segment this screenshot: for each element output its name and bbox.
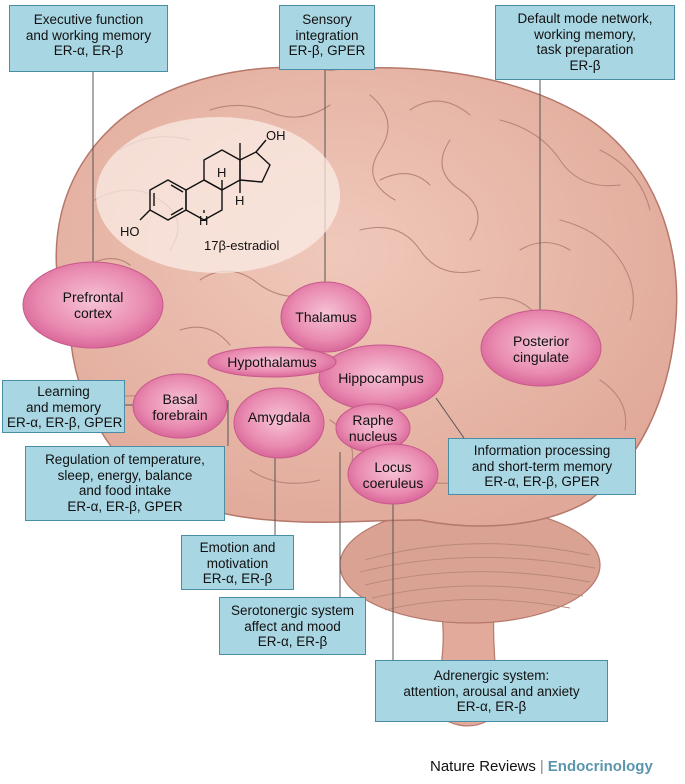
region-locus (347, 443, 439, 505)
region-hypothalamus (207, 346, 337, 378)
region-prefrontal (22, 261, 164, 349)
label-thalamus: Thalamus (295, 309, 357, 325)
molecule-halo (96, 117, 340, 273)
box-default-mode: Default mode network,working memory,task… (495, 5, 675, 80)
journal-name: Nature Reviews (430, 758, 536, 775)
label-hypothalamus: Hypothalamus (227, 354, 317, 370)
ho-left-label: HO (120, 224, 140, 239)
h-label-1: H (217, 165, 226, 180)
region-amygdala (233, 387, 325, 459)
box-regulation: Regulation of temperature,sleep, energy,… (25, 446, 225, 521)
region-posterior (480, 309, 602, 387)
molecule-name: 17β-estradiol (204, 238, 280, 253)
box-adrenergic: Adrenergic system:attention, arousal and… (375, 660, 608, 722)
journal-separator: | (539, 758, 544, 775)
oh-top-label: OH (266, 128, 286, 143)
h-label-2: H (199, 213, 208, 228)
estradiol-structure (139, 139, 271, 221)
region-basal (132, 373, 228, 439)
h-label-3: H (235, 193, 244, 208)
label-amygdala: Amygdala (247, 409, 311, 425)
label-hippocampus: Hippocampus (338, 370, 424, 386)
region-thalamus (280, 281, 372, 353)
journal-section: Endocrinology (547, 758, 653, 775)
journal-credit: Nature Reviews|Endocrinology (430, 758, 653, 775)
